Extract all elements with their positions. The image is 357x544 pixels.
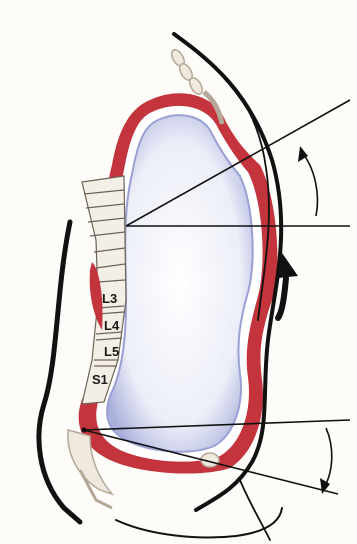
- vertebra-label-l3: L3: [102, 291, 117, 306]
- vertebra-label-l5: L5: [104, 344, 119, 359]
- vertebra-label-l4: L4: [104, 318, 120, 333]
- lower-pivot-dot: [82, 428, 87, 433]
- vertebra-label-s1: S1: [92, 372, 108, 387]
